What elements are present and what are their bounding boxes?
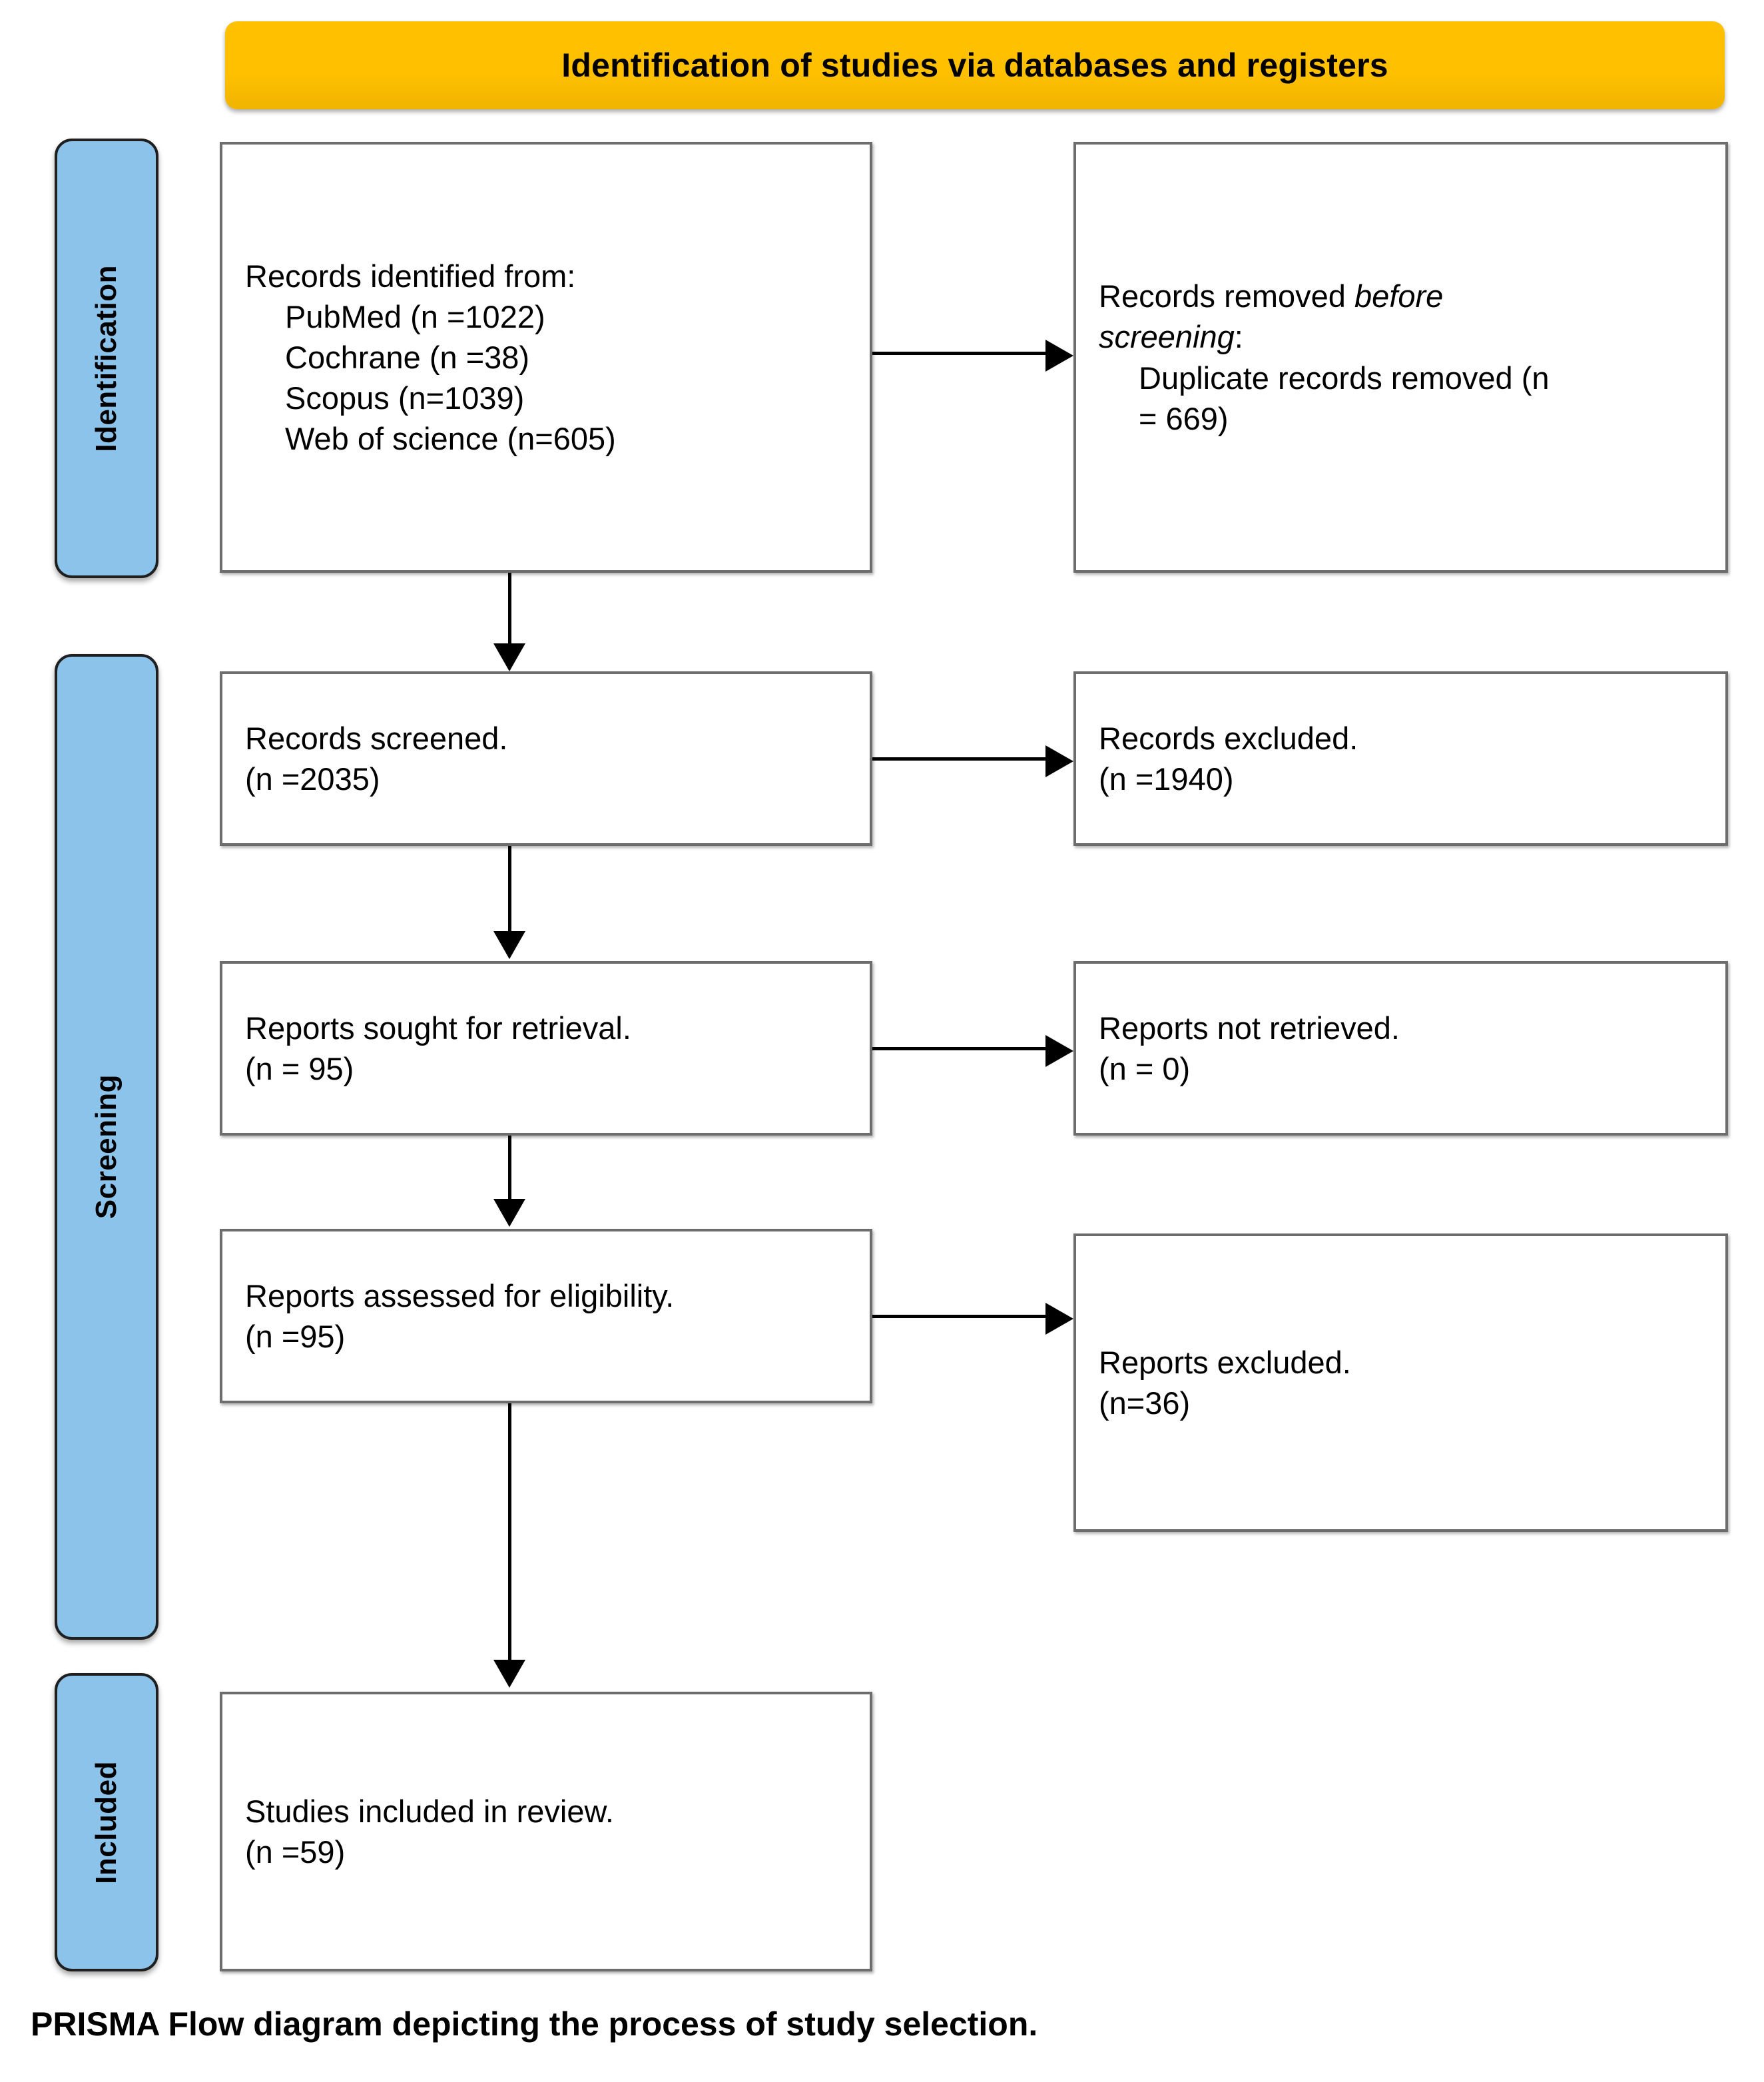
studies-included-label: Studies included in review. (245, 1793, 614, 1829)
reports-assessed-count: (n =95) (245, 1319, 346, 1354)
records-removed-before-emphasis: before (1354, 278, 1444, 314)
reports-excluded-label: Reports excluded. (1099, 1344, 1351, 1380)
connector-line-sought-to-assessed (508, 1136, 511, 1202)
records-screened-count: (n =2035) (245, 761, 380, 797)
arrowhead-right-to-not-retrieved (1045, 1035, 1073, 1067)
stage-rail-included: Included (55, 1673, 158, 1971)
banner-title: Identification of studies via databases … (561, 47, 1388, 84)
connector-line-identified-to-removed (872, 352, 1047, 355)
records-identified-pubmed: PubMed (n =1022) (285, 298, 545, 334)
records-identified-webofscience: Web of science (n=605) (285, 421, 616, 457)
stage-rail-screening: Screening (55, 654, 158, 1640)
box-reports-sought-for-retrieval: Reports sought for retrieval. (n = 95) (220, 961, 872, 1136)
records-removed-screening-emphasis: screening (1099, 319, 1235, 355)
records-excluded-label: Records excluded. (1099, 720, 1358, 756)
arrowhead-right-to-removed (1045, 340, 1073, 372)
duplicate-records-removed-line2: = 669) (1139, 400, 1229, 436)
stage-rail-screening-label: Screening (90, 1074, 123, 1219)
connector-line-sought-to-not-retrieved (872, 1047, 1047, 1050)
stage-rail-included-label: Included (90, 1760, 123, 1884)
records-identified-heading: Records identified from: (245, 258, 576, 294)
arrowhead-down-to-screened (493, 643, 525, 671)
records-removed-heading-line2: screening: (1099, 316, 1703, 357)
reports-sought-count: (n = 95) (245, 1051, 354, 1086)
arrowhead-down-to-assessed (493, 1199, 525, 1227)
duplicate-records-removed-line1: Duplicate records removed (n (1139, 360, 1550, 396)
stage-rail-identification: Identification (55, 139, 158, 578)
reports-assessed-label: Reports assessed for eligibility. (245, 1277, 675, 1313)
records-identified-cochrane: Cochrane (n =38) (285, 339, 530, 375)
box-records-removed-before-screening: Records removed before screening: Duplic… (1073, 142, 1728, 573)
box-reports-not-retrieved: Reports not retrieved. (n = 0) (1073, 961, 1728, 1136)
connector-line-screened-to-sought (508, 846, 511, 932)
identification-banner: Identification of studies via databases … (225, 21, 1725, 109)
box-records-screened: Records screened. (n =2035) (220, 671, 872, 846)
records-removed-heading-text: Records removed (1099, 278, 1354, 314)
figure-caption: PRISMA Flow diagram depicting the proces… (31, 2005, 1038, 2043)
arrowhead-down-to-sought (493, 931, 525, 959)
box-reports-assessed-for-eligibility: Reports assessed for eligibility. (n =95… (220, 1229, 872, 1403)
arrowhead-down-to-included (493, 1660, 525, 1688)
records-removed-colon: : (1234, 319, 1243, 355)
studies-included-count: (n =59) (245, 1834, 346, 1870)
box-records-excluded: Records excluded. (n =1940) (1073, 671, 1728, 846)
arrowhead-right-to-reports-excluded (1045, 1303, 1073, 1335)
connector-line-identified-to-screened (508, 573, 511, 647)
box-studies-included-in-review: Studies included in review. (n =59) (220, 1692, 872, 1971)
stage-rail-identification-label: Identification (90, 264, 123, 452)
reports-not-retrieved-count: (n = 0) (1099, 1051, 1191, 1086)
connector-line-screened-to-records-excluded (872, 757, 1047, 761)
connector-line-assessed-to-included (508, 1403, 511, 1663)
reports-sought-label: Reports sought for retrieval. (245, 1010, 631, 1046)
records-excluded-count: (n =1940) (1099, 761, 1234, 797)
records-identified-scopus: Scopus (n=1039) (285, 380, 525, 416)
box-reports-excluded: Reports excluded. (n=36) (1073, 1233, 1728, 1532)
records-removed-heading-line1: Records removed before (1099, 276, 1703, 316)
reports-excluded-count: (n=36) (1099, 1385, 1191, 1421)
reports-not-retrieved-label: Reports not retrieved. (1099, 1010, 1400, 1046)
connector-line-assessed-to-reports-excluded (872, 1315, 1047, 1318)
arrowhead-right-to-records-excluded (1045, 745, 1073, 777)
box-records-identified: Records identified from: PubMed (n =1022… (220, 142, 872, 573)
records-screened-label: Records screened. (245, 720, 508, 756)
